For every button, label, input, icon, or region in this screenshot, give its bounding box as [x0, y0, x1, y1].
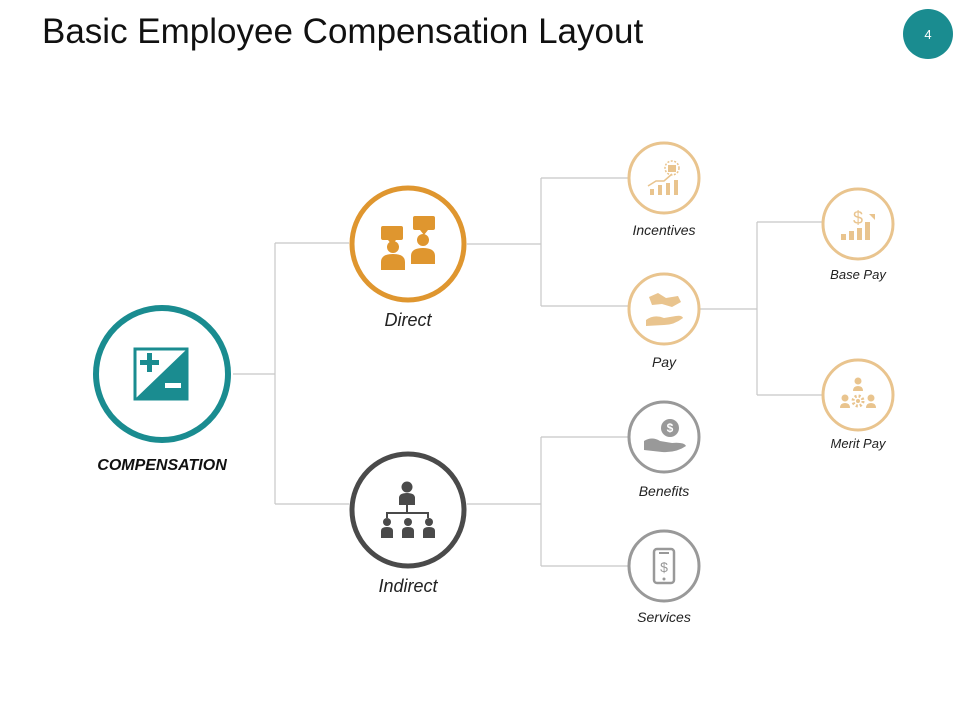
plus-minus-icon: [133, 347, 189, 401]
handshake-hand-icon: [646, 293, 683, 326]
svg-text:$: $: [853, 208, 863, 228]
compensation-node: [93, 305, 231, 443]
services-node: $: [627, 529, 701, 603]
indirect-label: Indirect: [378, 576, 438, 596]
pay-node: [627, 272, 701, 346]
org-chart-icon: [381, 481, 435, 538]
connector-lines: [233, 177, 822, 567]
mobile-dollar-icon: $: [652, 547, 676, 585]
direct-node: [349, 185, 467, 303]
base-pay-node: $: [821, 187, 895, 261]
base-pay-label: Base Pay: [830, 267, 886, 282]
indirect-node: [349, 451, 467, 569]
page-number-badge: 4: [903, 9, 953, 59]
pay-label: Pay: [651, 354, 677, 370]
merit-pay-label: Merit Pay: [830, 436, 886, 451]
gift-growth-chart-icon: [647, 160, 680, 195]
people-chat-icon: [381, 216, 435, 270]
benefits-label: Benefits: [638, 483, 690, 499]
page-title: Basic Employee Compensation Layout: [42, 12, 644, 51]
svg-text:$: $: [667, 421, 674, 435]
incentives-label: Incentives: [632, 222, 696, 238]
svg-text:$: $: [660, 559, 668, 575]
benefits-node: $: [627, 400, 701, 474]
dollar-bar-chart-icon: $: [841, 208, 875, 240]
hand-dollar-coin-icon: $: [644, 419, 686, 453]
merit-pay-node: [821, 358, 895, 432]
direct-label: Direct: [384, 310, 432, 330]
people-gear-icon: [840, 377, 876, 408]
services-label: Services: [637, 609, 691, 625]
incentives-node: [627, 141, 701, 215]
compensation-label: COMPENSATION: [97, 457, 227, 474]
